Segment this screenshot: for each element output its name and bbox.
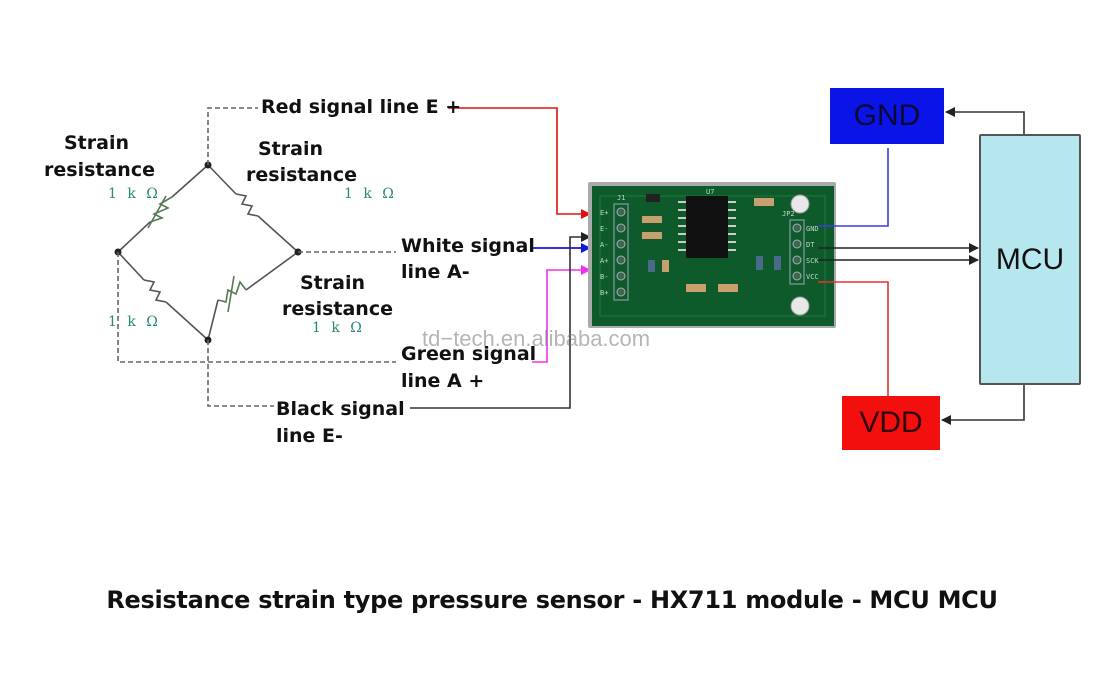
lead-black-e-minus xyxy=(207,340,274,407)
mcu-label: MCU xyxy=(995,242,1065,276)
vdd-wire xyxy=(818,281,889,396)
bridge-leads xyxy=(117,107,396,407)
pin xyxy=(792,239,802,249)
pin xyxy=(616,271,626,281)
j1-pins xyxy=(616,207,626,297)
left-pin-label: E+ xyxy=(600,209,608,217)
resistor-top-right xyxy=(235,193,259,217)
strain-label-bottom-right: Strain xyxy=(300,272,365,294)
vdd-block: VDD xyxy=(842,396,940,450)
header-j1 xyxy=(613,203,629,301)
capacitor-c5 xyxy=(756,256,763,270)
smd-components xyxy=(642,194,781,292)
variable-arrow-top-left xyxy=(147,195,167,229)
capacitor-c7 xyxy=(718,284,738,292)
right-pin-labels: GND DT SCK VCC xyxy=(806,225,819,281)
green-signal-label: Green signal xyxy=(401,343,537,365)
resistor-smd xyxy=(642,232,662,239)
white-signal-label: White signal xyxy=(401,235,535,257)
chip-label: U7 xyxy=(706,188,714,196)
left-pin-label: B- xyxy=(600,273,608,281)
mcu-to-gnd-wire xyxy=(945,107,1025,134)
strain-label-top-left: Strain xyxy=(64,130,129,157)
bridge-wire-bottom-left-2 xyxy=(165,301,209,341)
capacitor-smd xyxy=(662,260,669,272)
red-signal-label: Red signal line E + xyxy=(261,96,462,118)
strain-label-top-left-2: resistance xyxy=(44,159,155,181)
left-pin-label: A+ xyxy=(600,257,608,265)
transistor-q xyxy=(646,194,660,202)
bridge-wire-top-left xyxy=(171,164,209,198)
hx711-module: E+ E- A- A+ B- B+ J1 U7 xyxy=(588,182,836,328)
strain-label-line: Strain xyxy=(64,132,129,154)
bridge-wire-bottom-left xyxy=(117,251,145,281)
resistor-value-bottom-left: 1 k Ω xyxy=(108,314,161,330)
right-pin-label: VCC xyxy=(806,273,819,281)
pin xyxy=(792,223,802,233)
pin xyxy=(616,223,626,233)
watermark: td−tech.en.alibaba.com xyxy=(422,326,651,351)
green-signal-label-2: line A + xyxy=(401,370,485,392)
left-pin-labels: E+ E- A- A+ B- B+ xyxy=(600,209,608,297)
bridge-wire-bottom-right-2 xyxy=(207,299,219,341)
mcu-to-vdd-wire xyxy=(941,385,1025,425)
black-signal-label-2: line E- xyxy=(276,425,343,447)
left-pin-label: A- xyxy=(600,241,608,249)
mounting-hole-bottom xyxy=(790,296,810,316)
mounting-hole-top xyxy=(790,194,810,214)
pin xyxy=(616,287,626,297)
jp2-pins xyxy=(792,223,802,281)
green-wire xyxy=(532,265,591,363)
wheatstone-bridge xyxy=(117,164,299,341)
left-pin-label: B+ xyxy=(600,289,608,297)
mcu-block: MCU xyxy=(979,134,1081,385)
chip-u7 xyxy=(686,196,728,258)
resistor-smd xyxy=(642,216,662,223)
pin xyxy=(792,255,802,265)
diagram-caption: Resistance strain type pressure sensor -… xyxy=(106,586,998,614)
resistor-value-bottom-right: 1 k Ω xyxy=(312,320,365,336)
strain-label-bottom-right-2: resistance xyxy=(282,298,393,320)
bridge-wire-top-right xyxy=(207,164,237,195)
strain-label-top-right-2: resistance xyxy=(246,164,357,186)
gnd-label: GND xyxy=(853,99,921,132)
right-pin-label: GND xyxy=(806,225,819,233)
pin xyxy=(792,271,802,281)
right-pin-label: DT xyxy=(806,241,815,249)
bridge-wire-top-right-2 xyxy=(257,215,299,253)
white-signal-label-2: line A- xyxy=(401,261,470,283)
right-pin-label: SCK xyxy=(806,257,819,265)
capacitor-c6 xyxy=(686,284,706,292)
lead-red-e-plus xyxy=(207,107,258,165)
j1-label: J1 xyxy=(617,194,625,202)
variable-arrow-bottom-right xyxy=(227,275,235,313)
resistor-bottom-left xyxy=(143,279,167,303)
resistor-r2 xyxy=(774,256,781,270)
left-pin-label: E- xyxy=(600,225,608,233)
gnd-block: GND xyxy=(830,88,944,144)
red-wire xyxy=(448,107,591,219)
vdd-label: VDD xyxy=(859,406,923,439)
bridge-wire-bottom-right xyxy=(245,251,299,291)
strain-label-top-right: Strain xyxy=(258,138,323,160)
header-jp2 xyxy=(789,219,805,285)
lead-green-a-plus xyxy=(117,252,396,363)
jp2-label: JP2 xyxy=(782,210,795,218)
black-signal-label: Black signal xyxy=(276,398,405,420)
black-wire xyxy=(410,232,591,409)
capacitor-smd xyxy=(648,260,655,272)
chip-leads xyxy=(678,201,736,251)
pin xyxy=(616,207,626,217)
pin xyxy=(616,255,626,265)
resistor-value-top-left: 1 k Ω xyxy=(108,186,161,202)
resistor-value-top-right: 1 k Ω xyxy=(344,186,397,202)
gnd-wire xyxy=(818,148,889,227)
pin xyxy=(616,239,626,249)
bridge-wire-top-left-2 xyxy=(117,221,151,253)
capacitor-c8 xyxy=(754,198,774,206)
